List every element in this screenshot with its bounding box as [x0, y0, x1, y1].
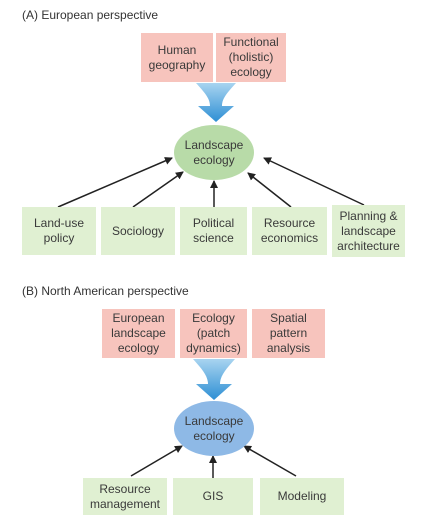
input-spatial-pattern-analysis: Spatial pattern analysis: [252, 309, 325, 358]
contributor-political-science: Political science: [180, 207, 247, 255]
arrow-land-use-policy: [57, 157, 173, 208]
landscape-ecology-oval-b: Landscape ecology: [174, 401, 254, 456]
contributor-resource-economics: Resource economics: [252, 207, 327, 255]
input-ecology-patch-dynamics: Ecology (patch dynamics): [180, 309, 247, 358]
funnel-arrow-b: [193, 359, 235, 400]
landscape-ecology-oval-a: Landscape ecology: [174, 125, 254, 180]
arrow-modeling: [243, 445, 297, 477]
contributor-planning-landscape-architecture: Planning & landscape architecture: [332, 205, 405, 257]
contributor-gis: GIS: [173, 478, 253, 515]
arrow-resource-management: [130, 445, 183, 477]
contributor-land-use-policy: Land-use policy: [22, 207, 96, 255]
input-european-landscape-ecology: European landscape ecology: [102, 309, 175, 358]
input-human-geography: Human geography: [141, 33, 213, 82]
section-b-label: (B) North American perspective: [22, 284, 189, 298]
funnel-arrow-a: [196, 83, 236, 122]
arrow-resource-economics: [247, 172, 292, 208]
input-functional-ecology: Functional (holistic) ecology: [216, 33, 286, 82]
contributor-modeling: Modeling: [260, 478, 344, 515]
section-a-label: (A) European perspective: [22, 8, 159, 22]
arrow-sociology: [132, 171, 184, 208]
contributor-resource-management: Resource management: [83, 478, 167, 515]
arrow-planning: [263, 157, 365, 206]
contributor-sociology: Sociology: [101, 207, 175, 255]
